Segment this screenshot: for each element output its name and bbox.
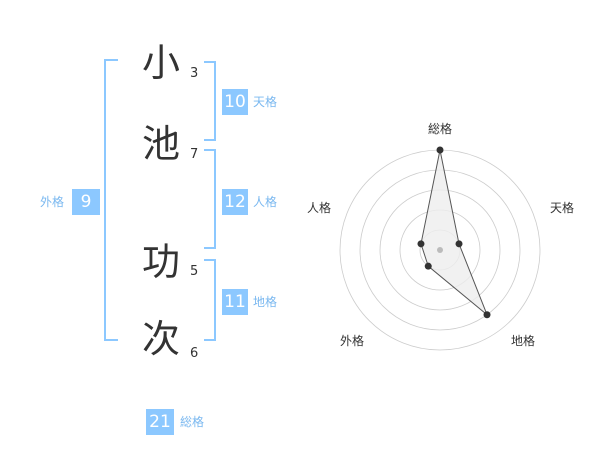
stroke-count-3: 5 — [190, 264, 199, 279]
chikaku-value-badge: 11 — [222, 289, 248, 315]
name-char-4: 次 — [142, 317, 181, 361]
name-char-1: 小 — [142, 41, 181, 85]
radar-label-gaikaku: 外格 — [340, 334, 365, 348]
soukaku-value-badge: 21 — [146, 409, 174, 435]
radar-point-1 — [436, 146, 444, 154]
jinkaku-bracket — [204, 149, 216, 249]
tenkaku-bracket — [204, 61, 216, 141]
stroke-count-4: 6 — [190, 346, 199, 361]
tenkaku-label: 天格 — [253, 95, 278, 109]
radar-point-2 — [455, 240, 463, 248]
jinkaku-label: 人格 — [253, 195, 278, 209]
stroke-count-1: 3 — [190, 66, 199, 81]
name-char-3: 功 — [142, 240, 181, 284]
radar-label-soukaku: 総格 — [428, 122, 453, 136]
name-char-2: 池 — [142, 122, 181, 166]
radar-label-chikaku: 地格 — [511, 334, 536, 348]
radar-point-5 — [417, 240, 425, 248]
gaikaku-value-badge: 9 — [72, 189, 100, 215]
jinkaku-value-badge: 12 — [222, 189, 248, 215]
stroke-count-2: 7 — [190, 147, 199, 162]
gaikaku-label: 外格 — [40, 195, 65, 209]
radar-label-tenkaku: 天格 — [550, 201, 575, 215]
chikaku-label: 地格 — [253, 295, 278, 309]
radar-polygon — [420, 149, 488, 316]
gaikaku-bracket — [104, 59, 118, 341]
tenkaku-value-badge: 10 — [222, 89, 248, 115]
radar-point-4 — [424, 262, 432, 270]
radar-center-dot — [437, 247, 443, 253]
radar-label-jinkaku: 人格 — [307, 201, 332, 215]
radar-chart — [339, 146, 541, 351]
chikaku-bracket — [204, 259, 216, 341]
soukaku-label: 総格 — [180, 415, 205, 429]
radar-point-3 — [483, 311, 491, 319]
